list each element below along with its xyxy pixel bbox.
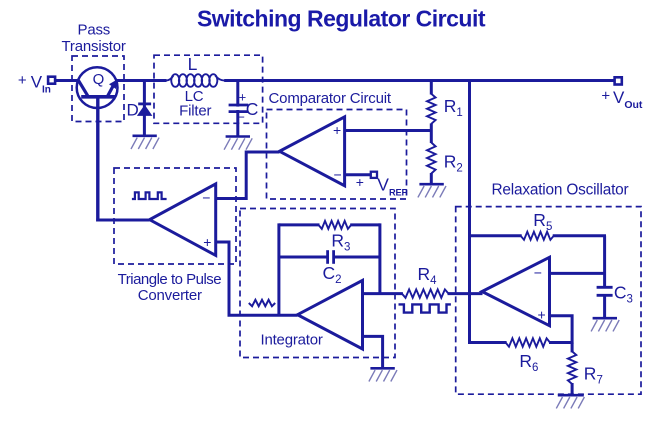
svg-text:Comparator Circuit: Comparator Circuit (269, 90, 392, 107)
svg-text:+: + (18, 72, 27, 89)
svg-text:Filter: Filter (179, 102, 211, 119)
svg-text:−: − (202, 190, 210, 206)
svg-text:Switching Regulator Circuit: Switching Regulator Circuit (197, 6, 486, 32)
svg-text:+: + (601, 88, 610, 105)
svg-text:Triangle to Pulse: Triangle to Pulse (118, 271, 222, 288)
svg-text:+: + (333, 122, 341, 138)
svg-text:LC: LC (185, 88, 204, 105)
svg-text:C: C (246, 99, 258, 119)
svg-text:−: − (534, 265, 542, 281)
svg-text:+: + (203, 234, 211, 250)
svg-text:−: − (334, 167, 342, 183)
svg-text:Pass: Pass (78, 22, 111, 39)
svg-text:−: − (237, 110, 244, 125)
svg-text:+: + (356, 174, 364, 190)
svg-text:Converter: Converter (138, 287, 202, 304)
svg-text:Integrator: Integrator (260, 332, 322, 349)
svg-text:Relaxation Oscillator: Relaxation Oscillator (492, 182, 629, 199)
svg-text:+: + (239, 90, 246, 105)
svg-text:D: D (127, 101, 139, 120)
svg-text:+: + (538, 307, 546, 323)
svg-text:Q: Q (93, 71, 104, 88)
svg-text:Transistor: Transistor (62, 38, 126, 55)
svg-text:L: L (188, 54, 198, 74)
